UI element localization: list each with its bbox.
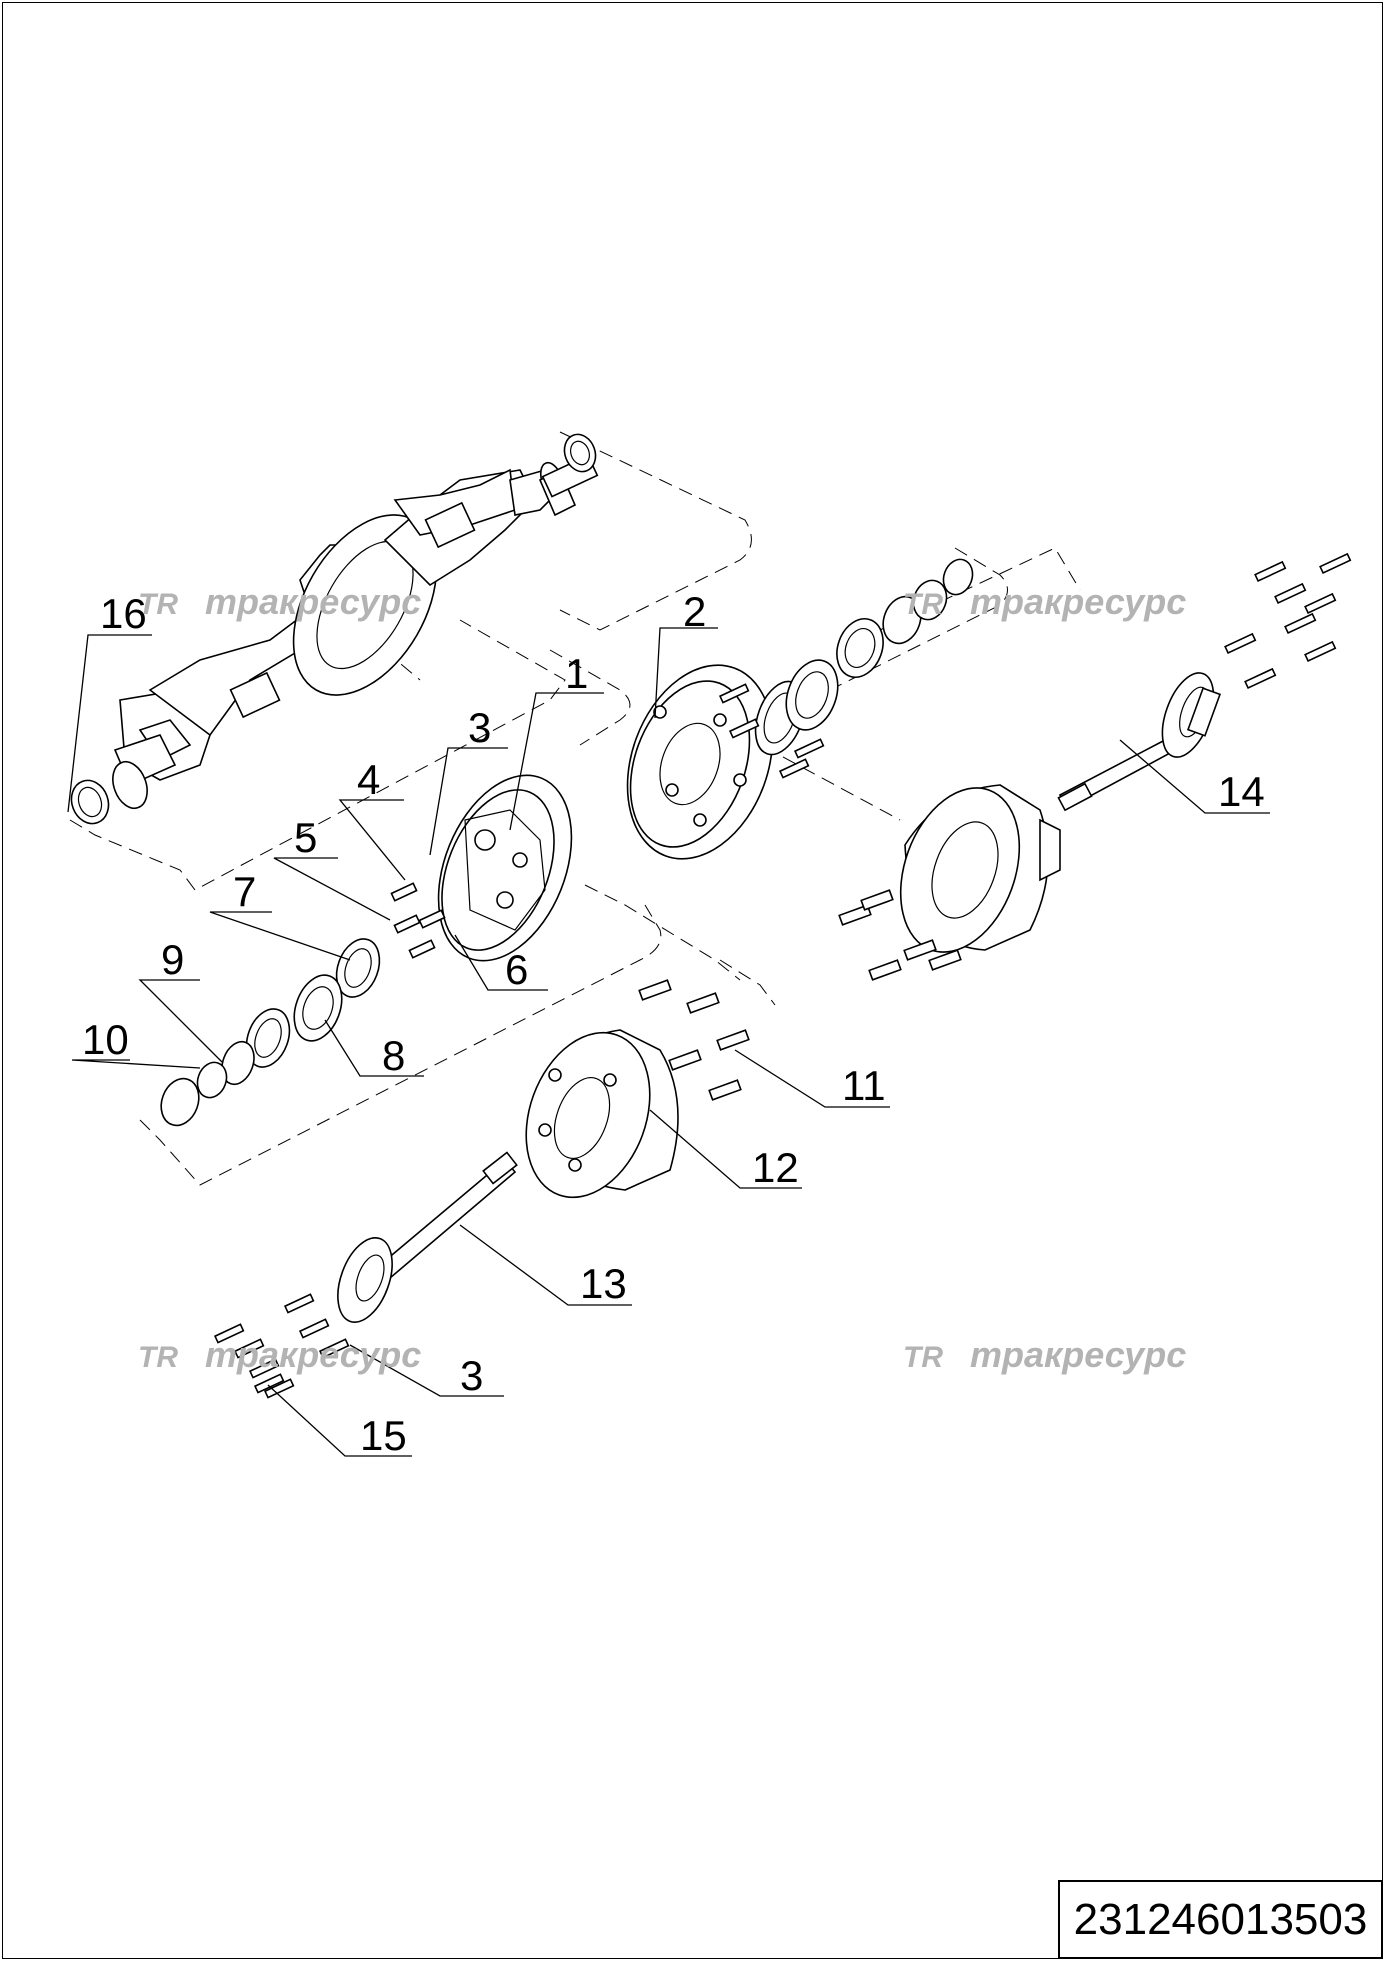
watermark-logo: TR xyxy=(138,588,178,621)
watermark-logo: TR xyxy=(138,1341,178,1374)
callout-16: 16 xyxy=(100,590,147,637)
callout-6: 6 xyxy=(505,946,528,993)
lower-bearings xyxy=(160,882,446,1127)
brake-drum-lower xyxy=(525,1029,679,1199)
watermark-1: TR тракресурс xyxy=(138,581,421,622)
callout-12: 12 xyxy=(752,1144,799,1191)
watermark-logo: TR xyxy=(903,1341,943,1374)
watermarks: TR тракресурс TR тракресурс TR тракресур… xyxy=(138,581,1186,1375)
callout-numbers: 16 2 1 3 4 5 7 9 10 6 8 14 11 12 13 3 15 xyxy=(82,588,1265,1459)
watermark-logo: TR xyxy=(903,588,943,621)
axle-shaft-upper xyxy=(1057,672,1222,812)
callout-8: 8 xyxy=(382,1032,405,1079)
leader-lines xyxy=(67,627,1270,1457)
watermark-text: тракресурс xyxy=(205,1334,421,1375)
brake-assembly xyxy=(437,774,573,962)
callout-11: 11 xyxy=(842,1062,886,1109)
callout-9: 9 xyxy=(161,936,184,983)
watermark-4: TR тракресурс xyxy=(903,1334,1186,1375)
document-number: 231246013503 xyxy=(1073,1894,1368,1944)
callout-14: 14 xyxy=(1218,768,1265,815)
document-number-box: 231246013503 xyxy=(1058,1880,1383,1959)
watermark-2: TR тракресурс xyxy=(903,581,1186,622)
callout-3: 3 xyxy=(468,704,491,751)
callout-7: 7 xyxy=(233,868,256,915)
callout-13: 13 xyxy=(580,1260,627,1307)
callout-5: 5 xyxy=(294,814,317,861)
flange-bolts xyxy=(213,1293,350,1399)
callout-1: 1 xyxy=(565,650,588,697)
upper-bearings xyxy=(754,558,974,756)
wheel-studs xyxy=(638,979,750,1101)
axle-shaft-lower xyxy=(337,1151,518,1323)
callout-15: 15 xyxy=(360,1412,407,1459)
wheel-brake-plate xyxy=(626,664,774,860)
watermark-text: тракресурс xyxy=(205,581,421,622)
watermark-text: тракресурс xyxy=(970,581,1186,622)
callout-2: 2 xyxy=(683,588,706,635)
watermark-text: тракресурс xyxy=(970,1334,1186,1375)
brake-drum-upper xyxy=(899,784,1061,953)
callout-10: 10 xyxy=(82,1016,129,1063)
watermark-3: TR тракресурс xyxy=(138,1334,421,1375)
upper-bolts xyxy=(718,552,1352,981)
callout-3-lower: 3 xyxy=(460,1352,483,1399)
axle-housing xyxy=(70,433,599,825)
callout-4: 4 xyxy=(357,756,380,803)
